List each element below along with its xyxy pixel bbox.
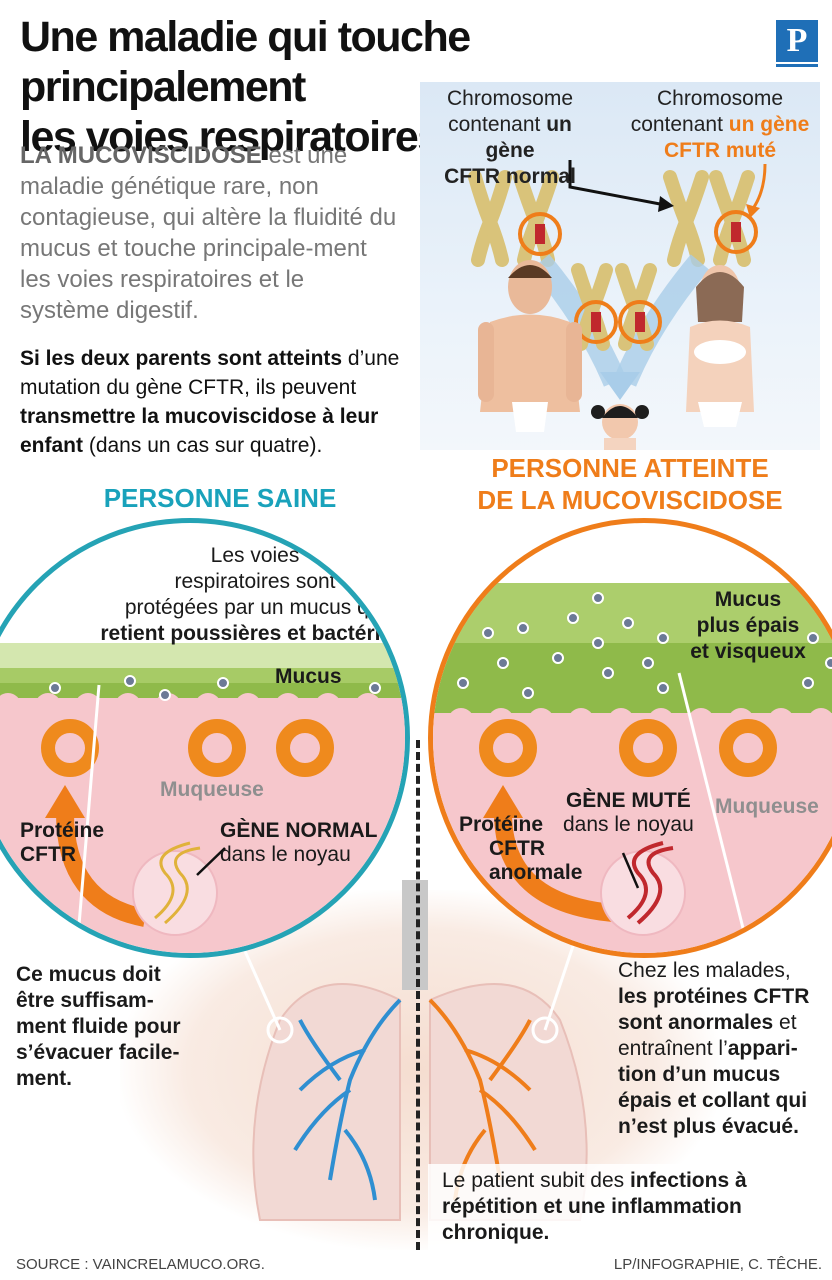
chromosome-normal-icon: [468, 170, 562, 267]
nucleus-mutated-icon: [600, 850, 686, 936]
sick-protein-note: Chez les malades, les protéines CFTR son…: [618, 959, 810, 1138]
family-illustration: [468, 160, 767, 450]
healthy-person-heading: PERSONNE SAINE: [103, 483, 337, 513]
dna-normal-icon: [154, 841, 201, 925]
child-figure-icon: [591, 404, 649, 450]
healthy-gene-label: GÈNE NORMAL dans le noyau: [220, 819, 378, 866]
mutated-chromosome-label: Chromosome contenant un gène CFTR muté: [630, 87, 810, 162]
cftr-protein-icon: [41, 719, 334, 777]
healthy-mucosa-label: Muqueuse: [160, 778, 264, 801]
patient-consequence-note: Le patient subit des infections à répéti…: [428, 1164, 828, 1250]
page-title: Une maladie qui touche principalement le…: [20, 13, 471, 161]
dashed-divider: [416, 740, 422, 1250]
healthy-protein-label: Protéine CFTR: [20, 819, 105, 866]
lungs-illustration: [238, 880, 588, 1221]
chromosome-mutated-icon: [663, 170, 758, 267]
normal-chromosome-label: Chromosome contenant un gène CFTR normal: [444, 87, 576, 188]
healthy-mucus-label: Mucus: [275, 665, 342, 688]
chromosome-child-icon: [571, 263, 662, 351]
publisher-logo: P: [776, 20, 818, 62]
healthy-bronchi-icon: [293, 998, 402, 1201]
inheritance-illustration: Chromosome contenant un gène CFTR normal…: [420, 82, 820, 450]
author-credit: LP/INFOGRAPHIE, C. TÊCHE.: [613, 1256, 822, 1273]
abnormal-protein-label: Protéine CFTR anormale: [459, 813, 583, 884]
sick-bronchi-icon: [428, 998, 537, 1201]
sick-mucus-label: Mucus plus épais et visqueux: [690, 588, 806, 663]
father-figure-icon: [478, 260, 582, 432]
intro-paragraph: LA MUCOVISCIDOSE est une maladie génétiq…: [20, 142, 397, 324]
dna-mutated-icon: [626, 841, 674, 925]
healthy-mucus-description: Les voies respiratoires sont protégées p…: [100, 544, 410, 645]
sick-mucosa-label: Muqueuse: [715, 795, 819, 818]
mother-figure-icon: [686, 265, 754, 427]
transmission-paragraph: Si les deux parents sont atteints d’une …: [20, 347, 400, 457]
nucleus-icon: [132, 850, 218, 936]
logo-underline: [776, 64, 818, 67]
healthy-mucus-note: Ce mucus doit être suffisam- ment fluide…: [16, 963, 181, 1090]
sick-person-heading: PERSONNE ATTEINTE DE LA MUCOVISCIDOSE: [477, 453, 783, 515]
sick-gene-label: GÈNE MUTÉ dans le noyau: [563, 789, 694, 836]
abnormal-cftr-protein-icon: [479, 719, 777, 777]
source-credit: SOURCE : VAINCRELAMUCO.ORG.: [16, 1256, 265, 1273]
